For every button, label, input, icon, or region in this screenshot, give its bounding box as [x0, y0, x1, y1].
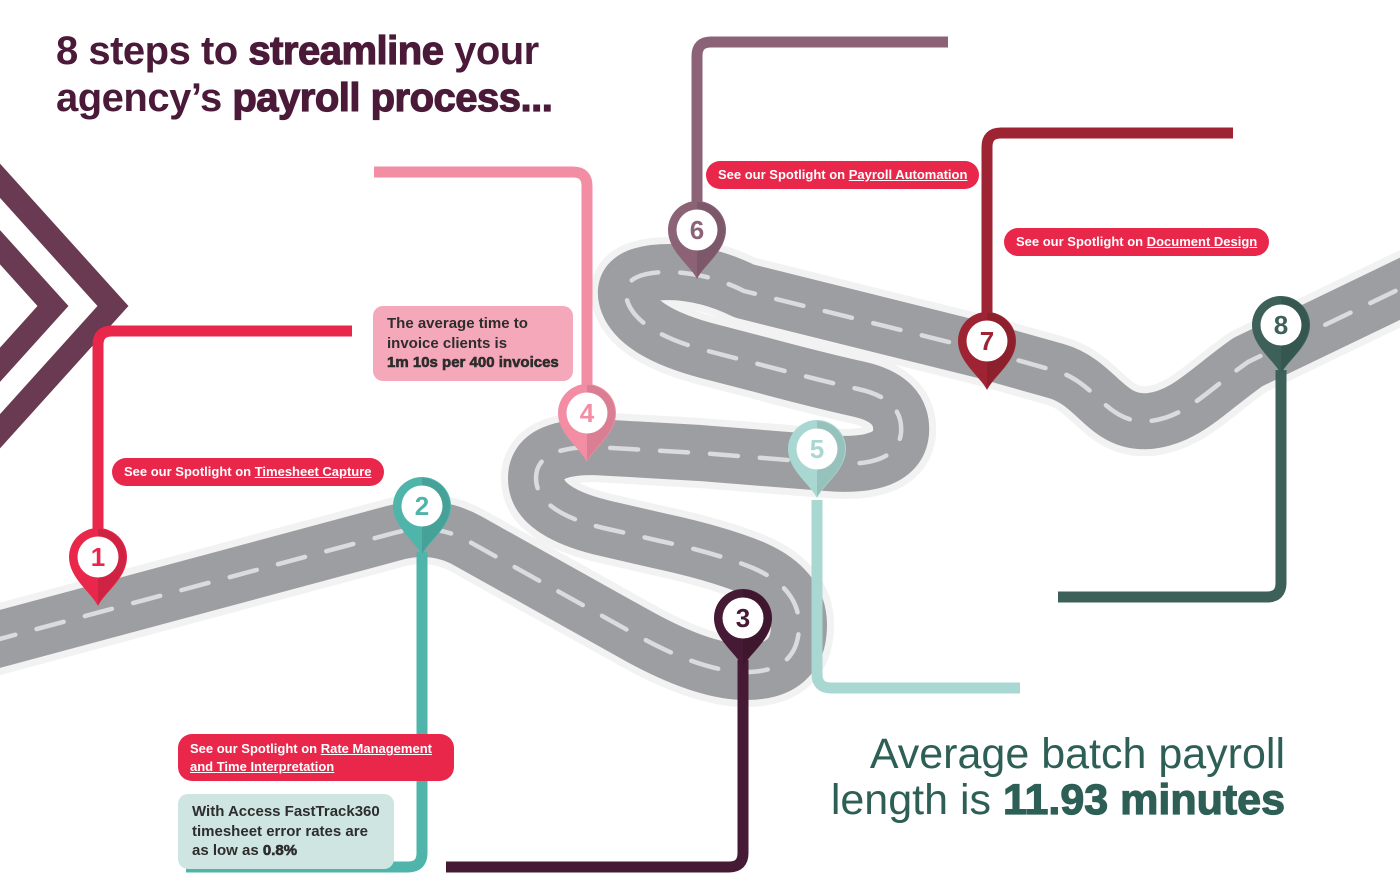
pin-number: 7 — [979, 326, 995, 356]
badge-prefix: See our Spotlight on — [190, 741, 321, 756]
document-design-link[interactable]: Document Design — [1146, 234, 1258, 249]
pin-inner-circle — [676, 209, 718, 251]
road-center-dashes — [0, 269, 1400, 675]
stat-line: Average batch payroll — [869, 730, 1285, 778]
pin-number: 3 — [735, 603, 751, 633]
batch-payroll-stat: Average batch payroll length is 11.93 mi… — [830, 730, 1286, 824]
pin-inner-circle — [77, 536, 119, 578]
badge-payroll-automation[interactable]: See our Spotlight on Payroll Automation — [706, 161, 980, 189]
invoice-time-line: The average time to — [387, 315, 528, 332]
title-seg: agency’s — [56, 75, 233, 120]
pin-number: 4 — [579, 398, 595, 428]
road — [0, 237, 1400, 707]
connector-step5 — [811, 500, 1020, 694]
connector-step8 — [1058, 370, 1287, 603]
pin-step5: 5 — [786, 420, 848, 500]
badge-document-design[interactable]: See our Spotlight on Document Design — [1004, 228, 1270, 256]
pin-inner-circle — [1260, 304, 1302, 346]
pin-number: 5 — [809, 434, 825, 464]
timesheet-capture-link[interactable]: Timesheet Capture — [254, 464, 372, 479]
page-title: 8 steps to streamline your agency’s payr… — [56, 28, 696, 122]
pin-inner-circle — [722, 597, 764, 639]
pin-number: 1 — [90, 542, 106, 572]
error-rate-line: With Access FastTrack360 — [192, 803, 380, 820]
rate-management-link[interactable]: Rate Management and Time Interpretation — [190, 741, 432, 774]
error-rate-line: timesheet error rates are — [192, 822, 368, 840]
badge-timesheet-capture[interactable]: See our Spotlight on Timesheet Capture — [112, 458, 384, 486]
pin-inner-circle — [566, 392, 608, 434]
pin-step3: 3 — [712, 589, 774, 669]
title-seg: your — [443, 29, 539, 73]
badge-prefix: See our Spotlight on — [124, 464, 255, 479]
stat-line: length is 11.93 minutes — [830, 775, 1286, 824]
invoice-time-value: 1m 10s per 400 invoices — [387, 354, 559, 372]
pin-step6: 6 — [666, 201, 728, 281]
connector-step3 — [446, 660, 749, 873]
pin-number: 2 — [414, 491, 430, 521]
pin-inner-circle — [796, 428, 838, 470]
title-seg-emphasis: streamline — [248, 28, 445, 73]
pin-number: 8 — [1273, 310, 1289, 340]
error-rate-box: With Access FastTrack360 timesheet error… — [178, 794, 394, 869]
title-seg-emphasis: payroll process... — [232, 75, 554, 120]
connector-step7 — [981, 127, 1233, 316]
pin-step8: 8 — [1250, 296, 1312, 376]
badge-rate-management[interactable]: See our Spotlight on Rate Management and… — [178, 734, 454, 782]
chevron-icon — [0, 163, 129, 449]
error-rate-line: as low as 0.8% — [192, 842, 298, 860]
badge-prefix: See our Spotlight on — [1016, 234, 1147, 249]
pin-inner-circle — [401, 485, 443, 527]
pin-number: 6 — [689, 215, 705, 245]
title-seg: 8 steps to — [56, 29, 249, 73]
stat-value: 11.93 minutes — [1002, 775, 1285, 824]
payroll-automation-link[interactable]: Payroll Automation — [848, 167, 968, 182]
connector-step6 — [691, 36, 948, 205]
connector-step1 — [92, 325, 352, 540]
pin-inner-circle — [966, 320, 1008, 362]
error-rate-value: 0.8% — [262, 842, 298, 860]
invoice-time-line: invoice clients is — [387, 334, 508, 352]
badge-prefix: See our Spotlight on — [718, 167, 849, 182]
connector-step4 — [374, 166, 593, 408]
pin-step1: 1 — [67, 528, 129, 608]
invoice-time-box: The average time to invoice clients is 1… — [373, 306, 573, 381]
connector-step2 — [186, 552, 428, 873]
pin-step4: 4 — [556, 384, 618, 464]
pin-step2: 2 — [391, 477, 453, 557]
pin-step7: 7 — [956, 312, 1018, 392]
